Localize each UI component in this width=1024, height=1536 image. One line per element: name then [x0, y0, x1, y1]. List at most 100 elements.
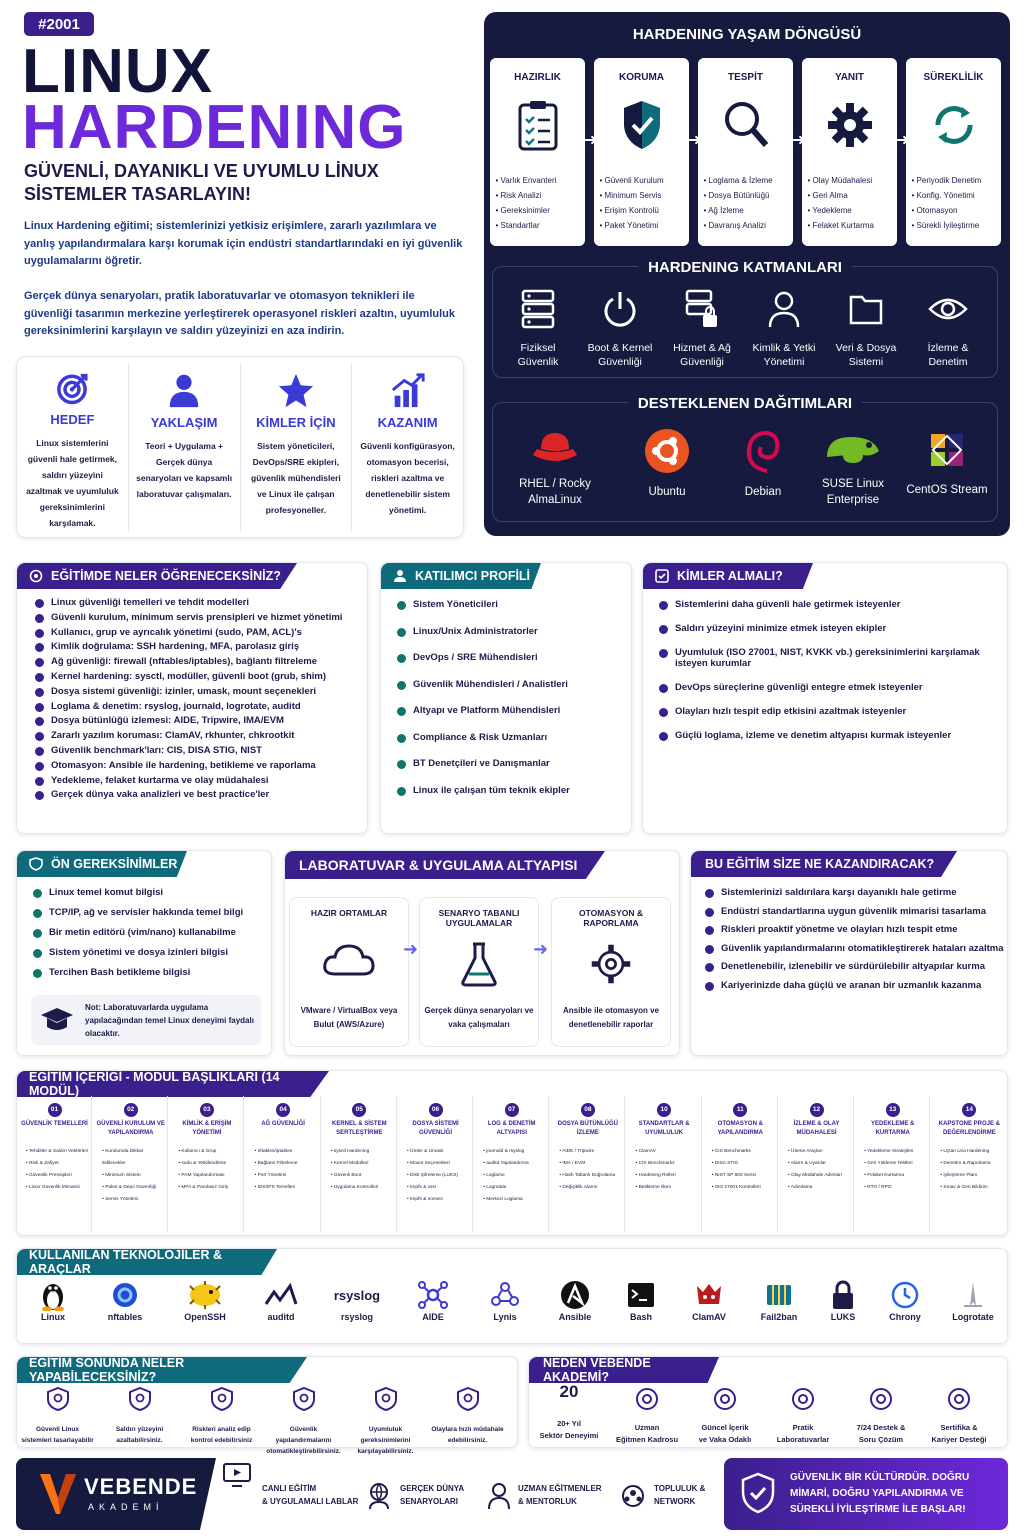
module-topic: Yedekleme Stratejileri: [864, 1146, 929, 1158]
rsyslog-logo-icon: rsyslog: [333, 1287, 381, 1303]
fail2ban-logo-icon: [767, 1285, 791, 1305]
tool-label: Logrotate: [952, 1312, 994, 1322]
shield-check-icon: [128, 1386, 151, 1412]
module-topic: CIS Benchmarks: [712, 1146, 777, 1158]
phase-name: YANIT: [834, 72, 865, 83]
tool-nftables: nftables: [90, 1278, 160, 1322]
lynis-network-icon: [491, 1282, 519, 1306]
lab-document-icon: [792, 1388, 814, 1410]
module-topic: İzinler & Umask: [407, 1146, 472, 1158]
tool-label: LUKS: [830, 1312, 856, 1322]
list-item: Kernel hardening: sysctl, modüller, güve…: [35, 671, 365, 682]
module-topic: tmpfs & vssr: [407, 1182, 472, 1194]
tool-aide: AIDE: [398, 1278, 468, 1322]
module-topic: Felaket Kurtarma: [864, 1170, 929, 1182]
why-header: NEDEN VEBENDE AKADEMİ?: [529, 1357, 719, 1383]
list-item: Sistemlerini daha güvenli hale getirmek …: [659, 599, 999, 610]
list-item: Sistem Yöneticileri: [397, 599, 629, 610]
phase-item: Risk Analizi: [496, 188, 580, 203]
user-key-icon: [768, 291, 800, 328]
list-item: BT Denetçileri ve Danışmanlar: [397, 758, 629, 769]
prereq-title: ÖN GEREKSİNİMLER: [51, 857, 178, 871]
module-topic: nftables/iptables: [255, 1146, 320, 1158]
who-list: Sistemlerini daha güvenli hale getirmek …: [659, 599, 999, 754]
phase-name: SÜREKLİLİK: [923, 72, 984, 83]
gear-icon: [591, 944, 631, 984]
graduation-cap-icon: [41, 1008, 73, 1030]
list-item: Olayları hızlı tespit edip etkisini azal…: [659, 706, 999, 717]
footer-feature: & UYGULAMALI LABLAR: [262, 1497, 359, 1506]
module-topic: tmpfs & noexec: [407, 1194, 472, 1206]
why-label: ve Vaka Odaklı: [698, 1435, 752, 1444]
list-item: Otomasyon: Ansible ile hardening, betikl…: [35, 760, 365, 771]
list-item: Linux/Unix Administratorler: [397, 626, 629, 637]
module-topic: ClamAV: [636, 1146, 701, 1158]
support-badge-icon: [870, 1388, 892, 1410]
tool-label: AIDE: [422, 1312, 444, 1322]
centos-logo-icon: [931, 434, 963, 466]
target-icon: [57, 373, 88, 405]
title-line-1: LINUX: [22, 37, 213, 106]
goal-title: KAZANIM: [377, 415, 438, 430]
phase-item: Loglama & İzleme: [704, 173, 788, 188]
brand-name: VEBENDE: [84, 1474, 198, 1499]
phase-yanit: YANIT Olay MüdahalesiGeri AlmaYedeklemeF…: [802, 58, 897, 246]
can-do-text: Saldırı yüzeyini azaltabilirsiniz.: [115, 1426, 164, 1444]
module-title: LOG & DENETİM ALTYAPISI: [487, 1121, 536, 1136]
module-title: GÜVENLİK TEMELLERİ: [21, 1121, 88, 1127]
person-icon: [169, 374, 199, 408]
module-topic: Kernel Modülleri: [331, 1158, 396, 1170]
suse-chameleon-icon: [827, 437, 879, 463]
module-title: GÜVENLİ KURULUM VE YAPILANDIRMA: [96, 1121, 165, 1136]
module-topic: IMA / EVM: [559, 1158, 624, 1170]
module-topic: sudo & Yetkilendirme: [178, 1158, 243, 1170]
goal-yaklasim: YAKLAŞIM Teori + Uygulama + Gerçek dünya…: [129, 363, 241, 531]
phase-item: Güvenli Kurulum: [600, 173, 684, 188]
goal-text: Güvenli konfigürasyon, otomasyon beceris…: [360, 441, 455, 515]
flask-icon: [461, 942, 497, 987]
module-topic: Risk & Zafiyet: [26, 1158, 91, 1170]
automation-doc-icon: [292, 1386, 315, 1412]
prereq-note-box: Not: Laboratuvarlarda uygulama yapılacağ…: [31, 995, 261, 1045]
footer-feature: & MENTORLUK: [518, 1497, 577, 1506]
phase-item: Konfig. Yönetimi: [912, 188, 996, 203]
subtitle: GÜVENLİ, DAYANIKLI VE UYUMLU LİNUX SİSTE…: [24, 161, 379, 204]
learn-title: EĞİTİMDE NELER ÖĞRENECEKSİNİZ?: [51, 569, 281, 583]
footer-feature: UZMAN EĞİTMENLER: [518, 1484, 602, 1493]
why-label: 7/24 Destek &: [856, 1423, 906, 1432]
module-topic: Mount Seçenekleri: [407, 1158, 472, 1170]
why-item: Güncel İçerik ve Vaka Odaklı: [688, 1386, 762, 1446]
tool-label: Bash: [629, 1312, 652, 1322]
list-item: Bir metin editörü (vim/nano) kullanabilm…: [33, 927, 269, 938]
goal-title: HEDEF: [50, 412, 95, 427]
module-number: 01: [47, 1103, 62, 1117]
module-topic: PAM Yapılandırması: [178, 1170, 243, 1182]
star-icon: [278, 373, 313, 408]
phase-item: Geri Alma: [808, 188, 892, 203]
module-title: OTOMASYON & YAPILANDIRMA: [717, 1121, 764, 1136]
module-topic: Kurulumda Dikkat Edilecekler: [102, 1146, 167, 1170]
why-label: Güncel İçerik: [701, 1423, 749, 1432]
phase-item: Yedekleme: [808, 203, 892, 218]
module-number: 05: [352, 1103, 367, 1117]
module-topic: Minimum Sistem: [102, 1170, 167, 1182]
tool-label: nftables: [107, 1312, 143, 1322]
padlock-icon: [833, 1280, 853, 1309]
module-topic: İzleme Araçları: [788, 1146, 853, 1158]
intro-paragraph-1: Linux Hardening eğitimi; sistemlerinizi …: [24, 220, 463, 267]
network-nodes-icon: [418, 1281, 448, 1309]
layer-label: Denetim: [928, 356, 968, 368]
phase-item: Olay Müdahalesi: [808, 173, 892, 188]
list-item: Güvenlik Mühendisleri / Analistleri: [397, 679, 629, 690]
